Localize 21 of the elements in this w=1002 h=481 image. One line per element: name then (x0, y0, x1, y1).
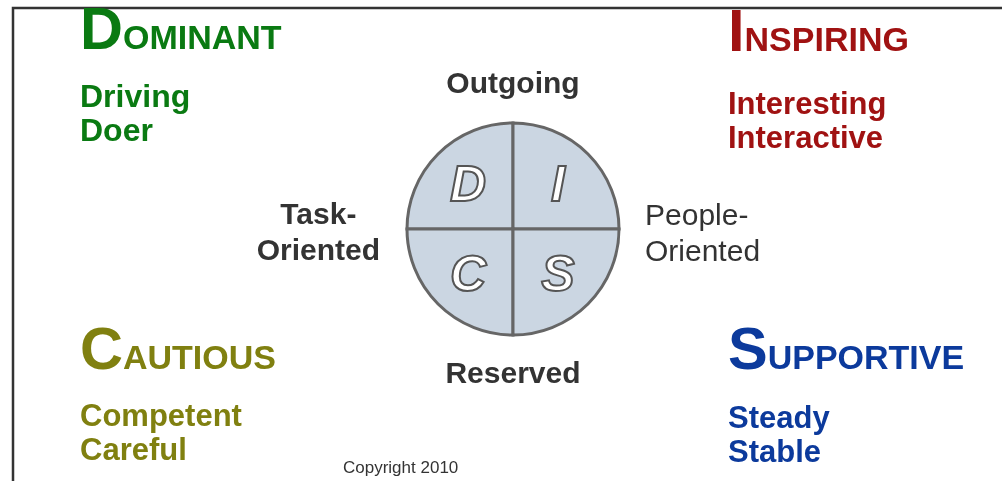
trait-label: Competent (80, 400, 242, 431)
trait-label: Steady (728, 402, 830, 433)
quadrant-letter: S (540, 249, 576, 299)
axis-label: People- Oriented (645, 197, 761, 269)
copyright-note: Copyright 2010 (343, 458, 459, 479)
category-heading: DOMINANT (80, 0, 282, 58)
quadrant-letter: I (550, 159, 567, 209)
category-heading: SUPPORTIVE (728, 318, 965, 378)
quadrant-letter: D (448, 159, 488, 209)
trait-label: Interesting (728, 88, 887, 119)
axis-label: Task- Oriented (256, 196, 380, 268)
category-heading: INSPIRING (728, 0, 909, 60)
trait-label: Doer (80, 114, 153, 146)
axis-label: Reserved (445, 358, 581, 388)
trait-label: Careful (80, 434, 187, 465)
trait-label: Driving (80, 80, 191, 112)
category-heading: CAUTIOUS (80, 318, 276, 378)
axis-label: Outgoing (446, 68, 580, 98)
trait-label: Stable (728, 436, 822, 467)
quadrant-letter: C (448, 249, 488, 299)
trait-label: Interactive (728, 122, 884, 153)
